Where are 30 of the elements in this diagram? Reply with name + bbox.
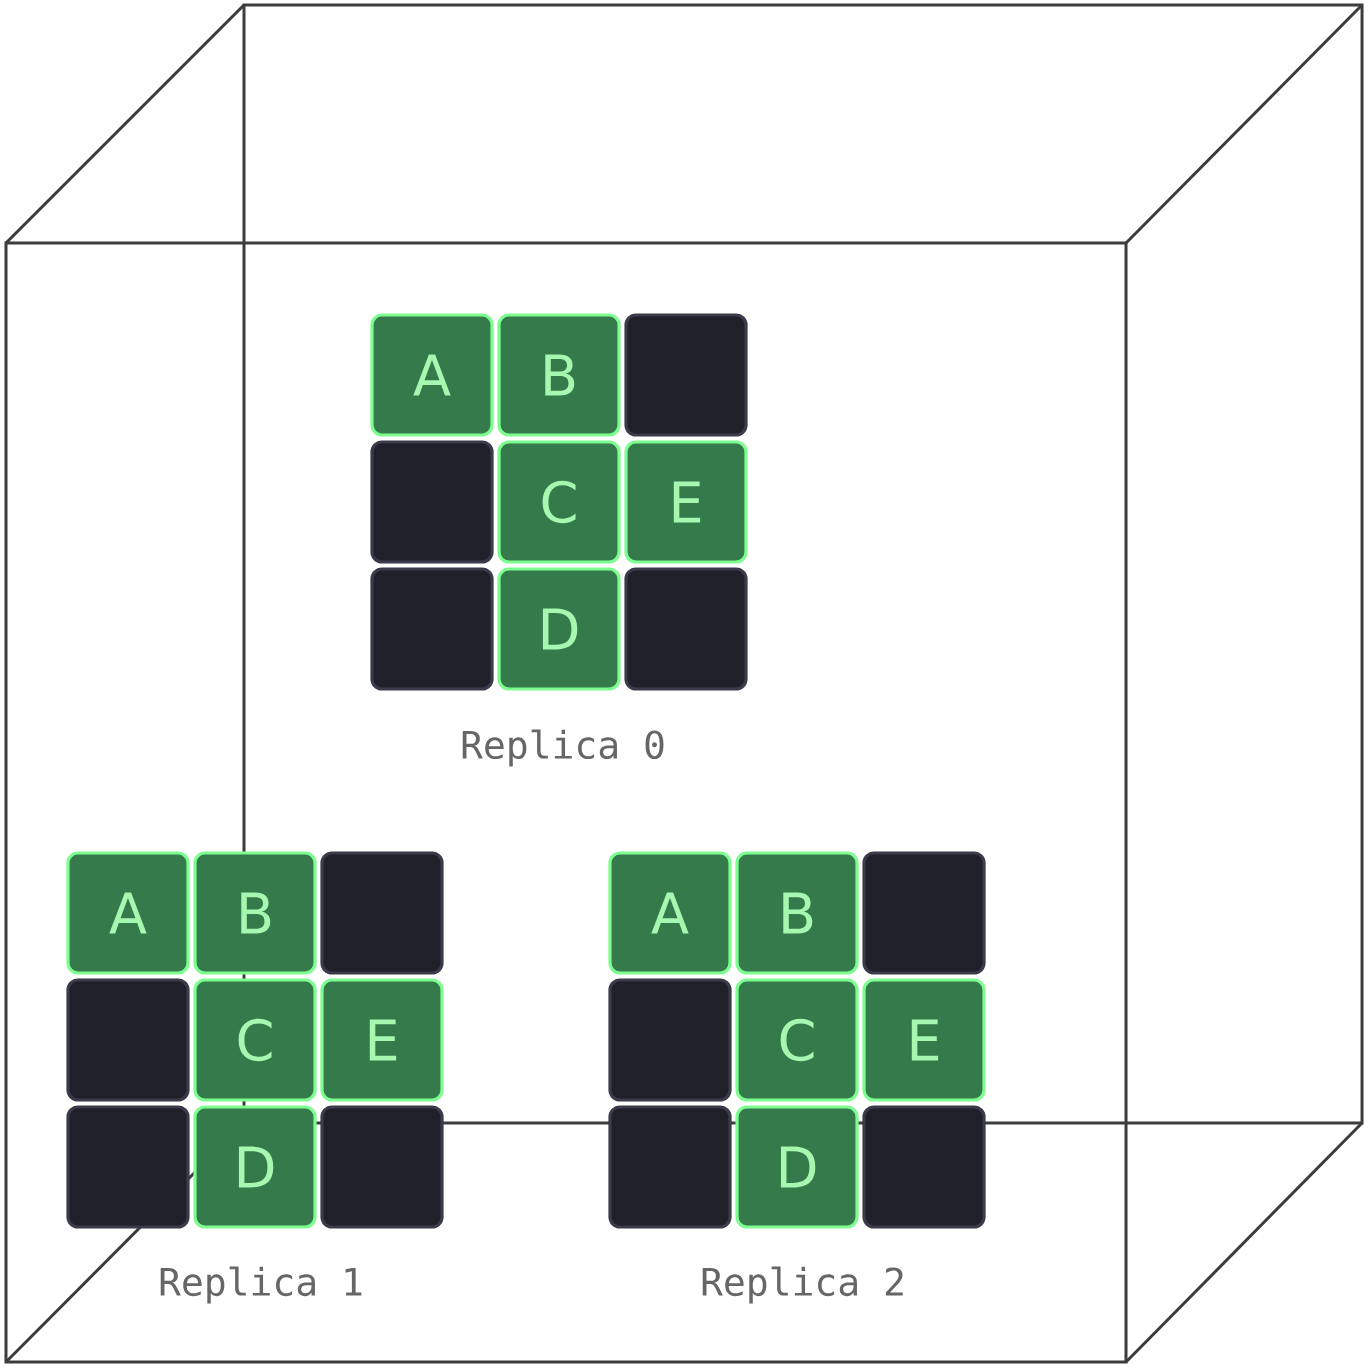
replica-label: Replica 2 [702,1266,903,1304]
letter-cell: C [193,978,317,1102]
empty-cell [370,440,494,564]
letter-cell: D [735,1105,859,1229]
replica-label: Replica 1 [160,1266,362,1304]
empty-cell [370,567,494,691]
empty-cell [66,1105,190,1229]
letter-cell: A [370,313,494,437]
empty-cell [862,1105,986,1229]
letter-cell: C [497,440,621,564]
letter-cell: E [320,978,444,1102]
letter-cell: C [735,978,859,1102]
letter-cell: D [497,567,621,691]
empty-cell [320,1105,444,1229]
letter-cell: A [608,851,732,975]
replica-label: Replica 0 [462,729,664,767]
empty-cell [624,567,748,691]
letter-cell: E [862,978,986,1102]
empty-cell [608,978,732,1102]
letter-cell: D [193,1105,317,1229]
letter-cell: B [497,313,621,437]
letter-cell: E [624,440,748,564]
letter-cell: B [735,851,859,975]
empty-cell [862,851,986,975]
empty-cell [608,1105,732,1229]
empty-cell [624,313,748,437]
empty-cell [66,978,190,1102]
letter-cell: B [193,851,317,975]
letter-cell: A [66,851,190,975]
empty-cell [320,851,444,975]
